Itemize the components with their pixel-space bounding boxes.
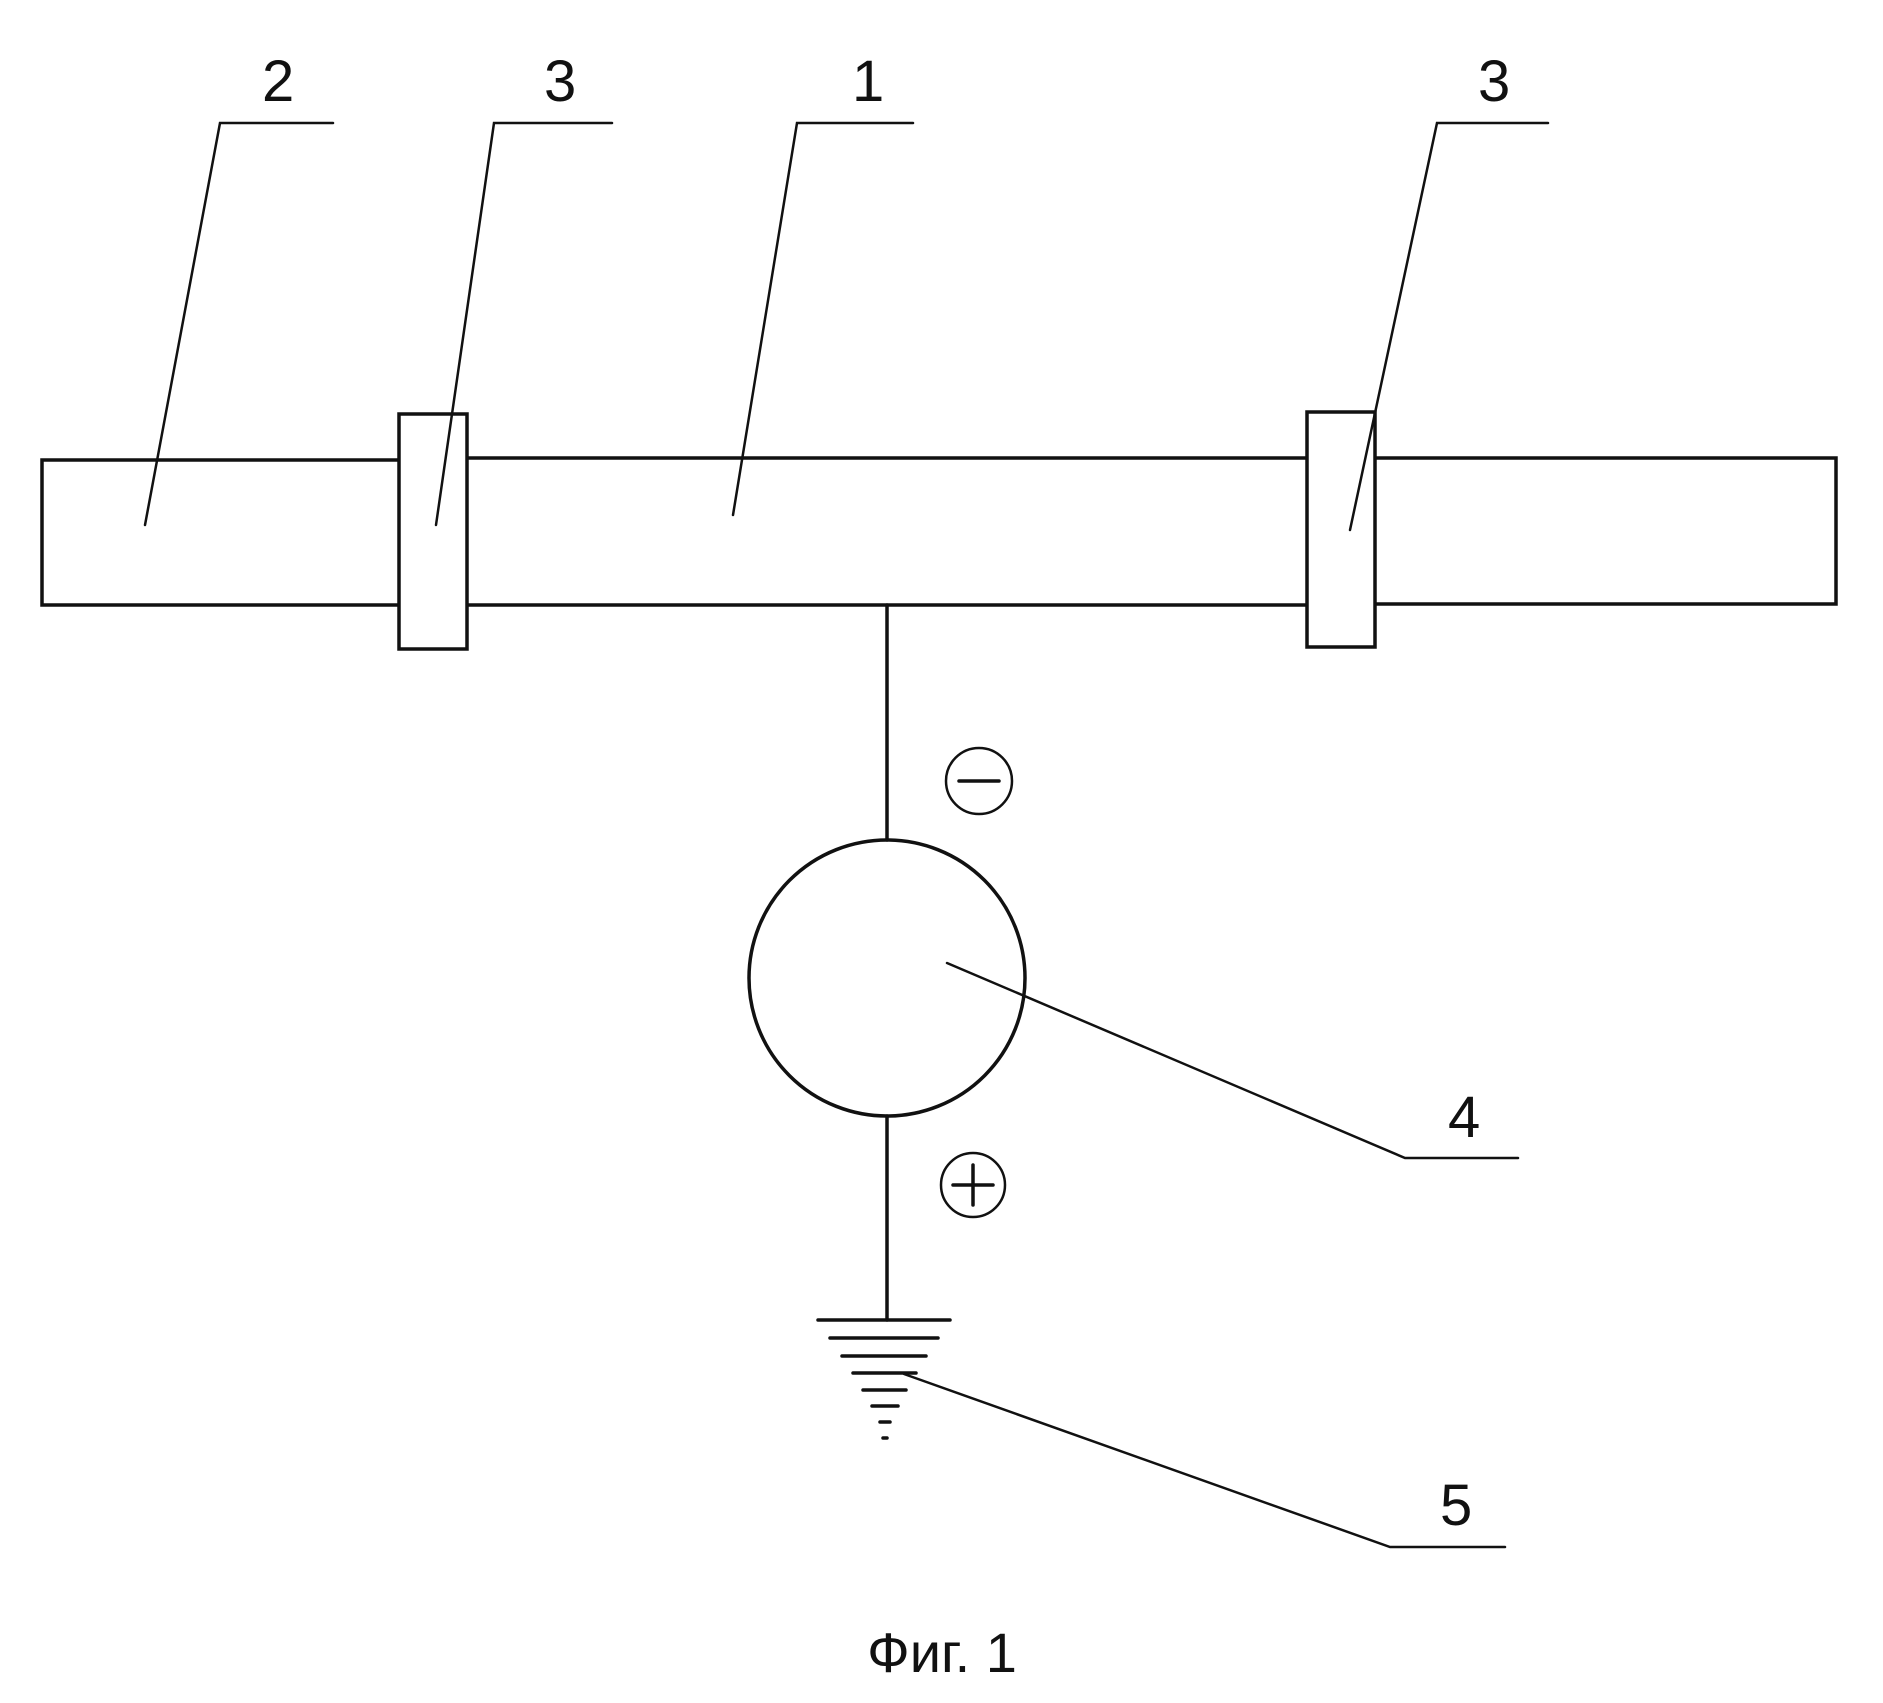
pipe-left-segment xyxy=(42,460,422,605)
callout-1: 1 xyxy=(852,49,884,114)
callout-4: 4 xyxy=(1448,1085,1480,1150)
callout-5: 5 xyxy=(1440,1473,1472,1538)
callout-3-right: 3 xyxy=(1478,49,1510,114)
ground-icon xyxy=(818,1320,950,1438)
callout-2: 2 xyxy=(262,49,294,114)
pipe-right-segment xyxy=(1346,458,1836,604)
insulating-flange-right xyxy=(1307,412,1375,647)
negative-terminal-icon xyxy=(946,748,1012,814)
pipe-main-segment xyxy=(420,458,1350,605)
leader-lines xyxy=(145,123,1548,1547)
insulating-flange-left xyxy=(399,414,467,649)
callout-3-left: 3 xyxy=(544,49,576,114)
positive-terminal-icon xyxy=(941,1153,1005,1217)
figure-caption: Фиг. 1 xyxy=(867,1621,1017,1684)
